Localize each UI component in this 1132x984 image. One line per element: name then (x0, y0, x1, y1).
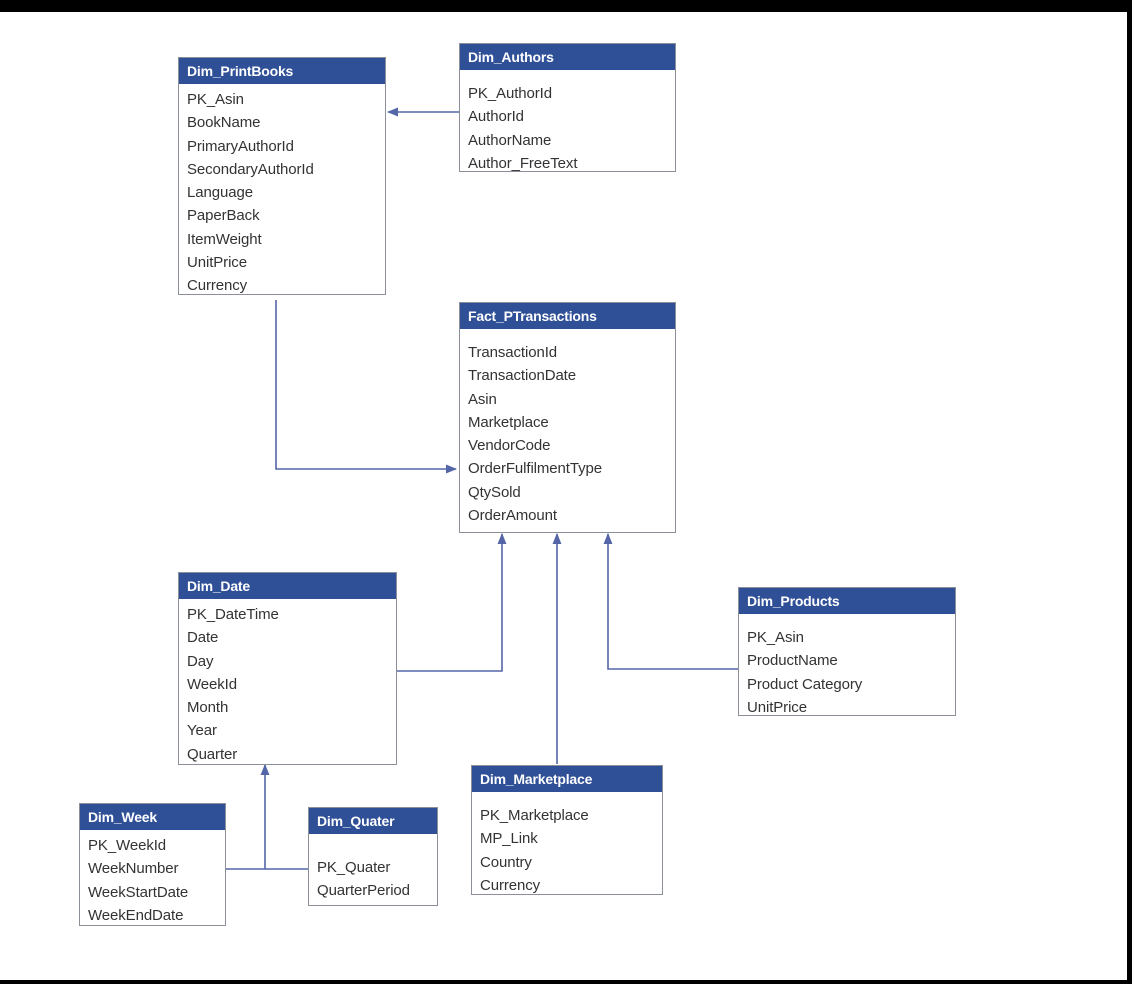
field-item: PK_Asin (747, 629, 804, 646)
field-item: Language (187, 184, 253, 202)
field-item: PK_Asin (187, 91, 244, 108)
field-item: PrimaryAuthorId (187, 137, 294, 155)
link-products-fact (603, 532, 738, 670)
table-title: Dim_Marketplace (472, 766, 662, 792)
field-item: Month (187, 699, 229, 717)
field-item: PaperBack (187, 207, 260, 225)
field-item: UnitPrice (747, 698, 807, 716)
field-item: Product Category (747, 675, 863, 693)
field-item: AuthorName (468, 131, 552, 149)
field-item: Day (187, 652, 214, 670)
table-title: Dim_Date (179, 573, 396, 599)
table-title: Fact_PTransactions (460, 303, 675, 329)
field-item: TransactionId (468, 344, 558, 361)
table-title: Dim_Authors (460, 44, 675, 70)
field-item: TransactionDate (468, 367, 576, 385)
table-title: Dim_Week (80, 804, 225, 830)
field-item: MP_Link (480, 830, 538, 848)
table-title: Dim_Quater (309, 808, 437, 834)
field-item: WeekNumber (88, 860, 179, 878)
field-item: WeekEndDate (88, 906, 184, 924)
field-item: AuthorId (468, 108, 524, 126)
field-item: WeekId (187, 675, 237, 693)
relationship-lines (226, 107, 738, 870)
table-title: Dim_Products (739, 588, 955, 614)
field-item: Marketplace (468, 413, 549, 431)
field-item: Country (480, 853, 532, 871)
field-item: Currency (187, 277, 248, 295)
field-item: OrderAmount (468, 507, 557, 525)
table-title: Dim_PrintBooks (179, 58, 385, 84)
field-item: PK_AuthorId (468, 85, 552, 102)
field-item: PK_DateTime (187, 606, 279, 623)
field-item: PK_Quater (317, 859, 391, 876)
field-item: PK_WeekId (88, 837, 167, 854)
field-item: Quarter (187, 745, 238, 763)
field-item: QtySold (468, 483, 521, 501)
field-item: OrderFulfilmentType (468, 460, 602, 478)
link-printbooks-fact (275, 300, 458, 474)
field-item: Year (187, 722, 217, 740)
field-item: Currency (480, 876, 541, 894)
link-date-fact (397, 532, 507, 672)
field-item: BookName (187, 114, 261, 132)
field-item: WeekStartDate (88, 883, 189, 901)
field-item: Asin (468, 390, 497, 408)
field-item: QuarterPeriod (317, 882, 410, 900)
field-item: UnitPrice (187, 254, 247, 272)
field-item: PK_Marketplace (480, 807, 589, 824)
field-item: SecondaryAuthorId (187, 160, 314, 178)
field-item: ProductName (747, 652, 838, 670)
field-item: Author_FreeText (468, 154, 578, 172)
field-item: ItemWeight (187, 230, 262, 248)
field-item: VendorCode (468, 437, 551, 455)
field-item: Date (187, 629, 219, 647)
